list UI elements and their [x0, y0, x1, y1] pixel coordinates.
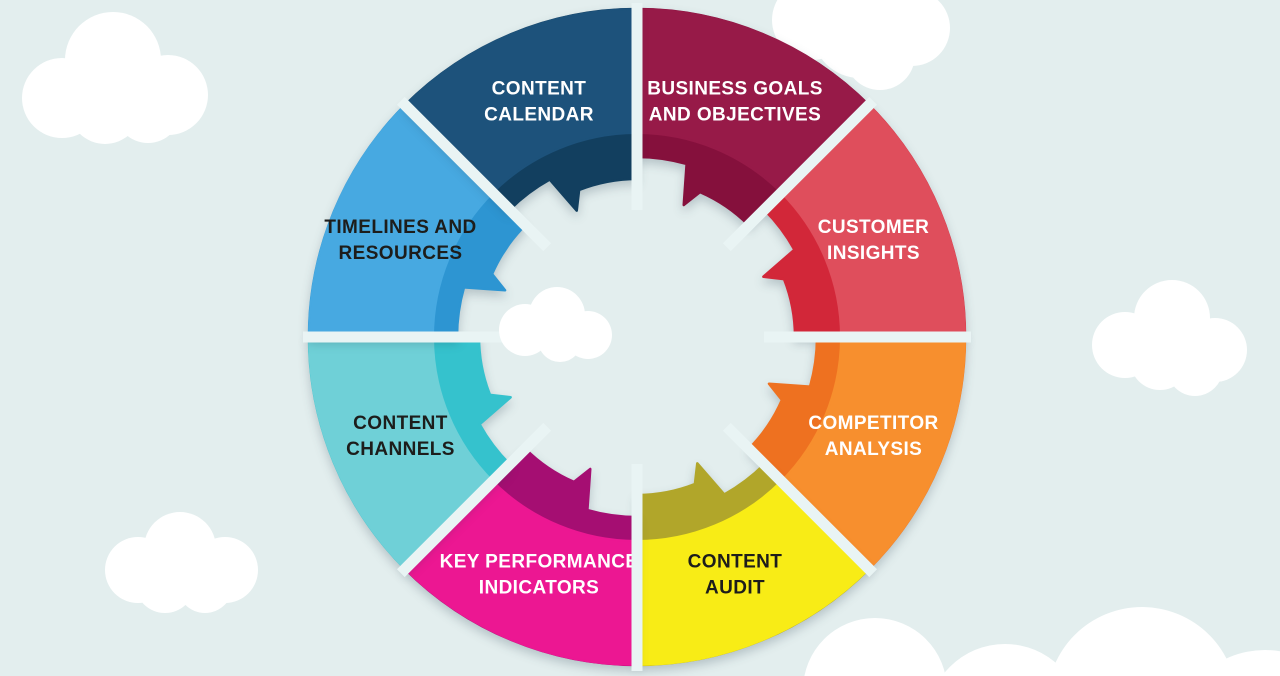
cloud-right-icon — [1092, 280, 1247, 396]
cloud-bottom-left-icon — [105, 512, 258, 613]
cloud-bottom-right-icon — [804, 607, 1280, 676]
segment-divider — [722, 422, 878, 578]
segment-divider — [396, 422, 552, 578]
segment-divider — [396, 96, 552, 252]
cloud-center-hole-icon — [499, 287, 612, 362]
cloud-top-behind-wheel-icon — [772, 0, 950, 90]
segment-divider — [722, 96, 878, 252]
cloud-top-left-icon — [22, 12, 208, 144]
